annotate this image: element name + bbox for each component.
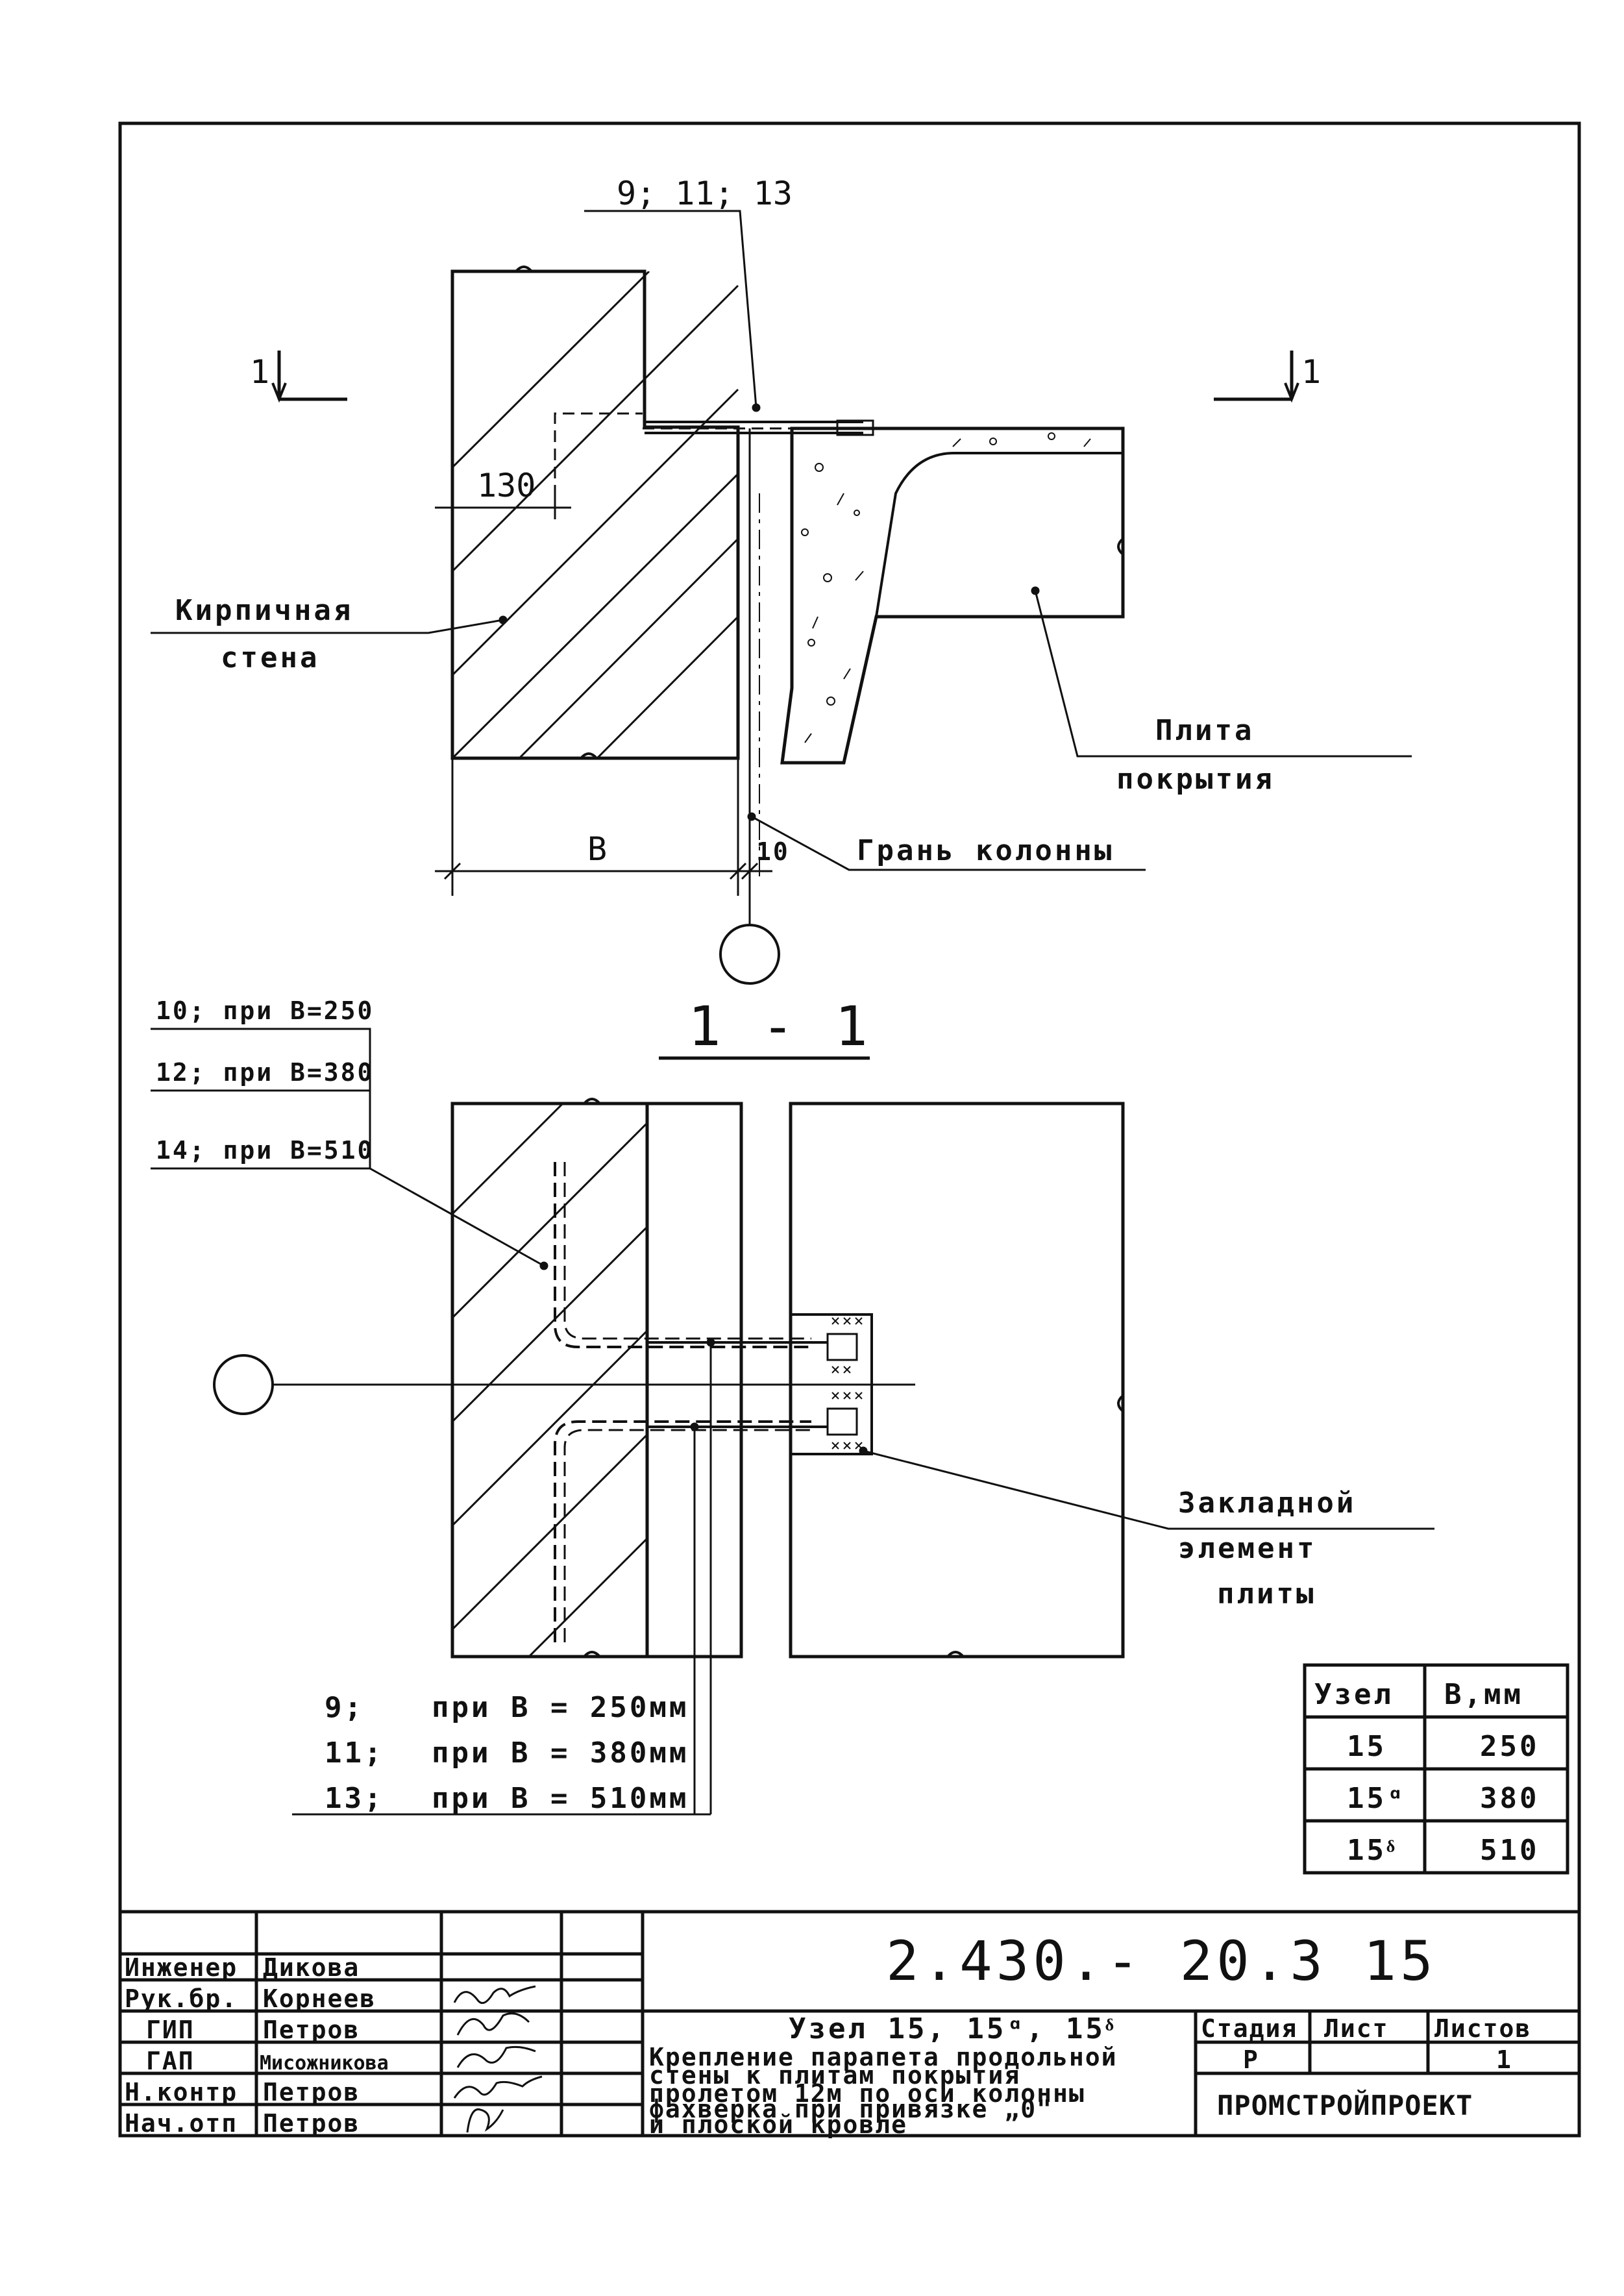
sheet-frame <box>118 121 1581 2138</box>
staff-role-4: ГАП <box>146 2047 195 2075</box>
node-table-row2-b: 380 <box>1480 1782 1539 1815</box>
bar-1-text: при B = 250мм <box>432 1691 689 1724</box>
bar-3-mark: 13; <box>325 1782 384 1815</box>
description-line-2: стены к плитам покрытия <box>649 2061 1020 2090</box>
sheets-label: Листов <box>1434 2014 1531 2043</box>
anchor-bar-upper <box>554 1162 811 1348</box>
node-table-row1-b: 250 <box>1480 1730 1539 1763</box>
title-block <box>120 1910 1579 2136</box>
staff-name-1: Дикова <box>263 1953 360 1982</box>
plan-detail <box>151 210 1412 985</box>
description-line-3: пролетом 12м по оси колонны <box>649 2079 1085 2108</box>
anchor-label-3: 14; при B=510 <box>156 1136 374 1165</box>
stage-label: Стадия <box>1201 2014 1298 2043</box>
dim-130-label: 130 <box>477 467 535 504</box>
dim-10-label: 10 <box>756 837 790 866</box>
concrete-texture <box>801 432 1091 743</box>
anchor-bar-lower <box>554 1420 811 1642</box>
top-marks-label: 9; 11; 13 <box>617 175 793 212</box>
organization-name: ПРОМСТРОЙПРОЕКТ <box>1217 2089 1473 2121</box>
node-title: Узел 15, 15ᵅ, 15ᵟ <box>789 2012 1116 2045</box>
node-table-row3-b: 510 <box>1480 1834 1539 1867</box>
embed-label-line2: элемент <box>1178 1532 1316 1565</box>
staff-name-5: Петров <box>263 2078 360 2106</box>
column-axis-bubble-top <box>719 924 780 985</box>
brick-wall-outline <box>450 269 740 760</box>
staff-role-6-text: Нач.отп <box>125 2109 238 2138</box>
column-face-label: Грань колонны <box>857 834 1114 867</box>
description-line-4: фахверка при привязке „0" <box>649 2095 1053 2123</box>
anchor-label-1: 10; при B=250 <box>156 996 374 1025</box>
bar-2-text: при B = 380мм <box>432 1736 689 1770</box>
column-axis-bubble-section <box>213 1354 274 1415</box>
stage-value: Р <box>1243 2045 1259 2074</box>
leader-slab <box>1034 590 1412 758</box>
wall-label-line1: Кирпичная <box>175 594 353 627</box>
staff-role-3: ГИП <box>146 2016 195 2044</box>
leader-wall <box>151 619 504 634</box>
slab-label-line2: покрытия <box>1116 763 1275 796</box>
section-marker-right: 1 <box>1301 353 1321 391</box>
anchor-label-2: 12; при B=380 <box>156 1058 374 1087</box>
slab-label-line1: Плита <box>1155 714 1254 747</box>
bar-1-mark: 9; <box>325 1691 364 1724</box>
node-table-row2-node: 15ᵅ <box>1347 1782 1406 1815</box>
node-table-row3-node: 15ᵟ <box>1347 1834 1397 1867</box>
leader-embed <box>863 1450 1434 1530</box>
description-line-1: Крепление парапета продольной <box>649 2043 1117 2071</box>
embed-label-line1: Закладной <box>1178 1487 1356 1520</box>
bar-2-mark: 11; <box>325 1736 384 1770</box>
dim-b-label: B <box>587 830 607 868</box>
staff-name-4: Мисожникова <box>260 2052 389 2075</box>
section-slab <box>789 1102 1125 1659</box>
section-marker-left: 1 <box>250 353 269 391</box>
staff-role-2: Рук.бр. <box>125 1984 238 2013</box>
description-line-5: и плоской кровле <box>649 2110 907 2139</box>
staff-role-1: Инженер <box>125 1953 238 1982</box>
wall-hatching <box>452 271 739 758</box>
node-table <box>1303 1663 1569 1875</box>
staff-name-3: Петров <box>263 2016 360 2044</box>
document-code: 2.430.- 20.3 15 <box>886 1929 1437 1993</box>
wall-label-line2: стена <box>221 641 319 674</box>
signatures <box>453 1985 543 2133</box>
recess-dashed <box>554 412 643 497</box>
staff-name-6-text: Петров <box>263 2109 360 2138</box>
section-brick-wall <box>450 1102 649 1659</box>
leader-anchor-labels <box>151 1028 545 1267</box>
section-title: 1 - 1 <box>688 994 872 1058</box>
sheets-value: 1 <box>1496 2045 1512 2074</box>
bar-3-text: при B = 510мм <box>432 1782 689 1815</box>
leader-column-face <box>751 815 1146 871</box>
node-table-header-node: Узел <box>1314 1678 1394 1711</box>
section-detail <box>151 1028 1434 1816</box>
staff-role-5: Н.контр <box>125 2078 238 2106</box>
node-table-header-b: B,мм <box>1444 1678 1523 1711</box>
roof-slab-outline <box>780 426 1125 765</box>
node-table-row1-node: 15 <box>1347 1730 1386 1763</box>
leader-top-marks <box>584 210 757 408</box>
embed-label-line3: плиты <box>1217 1577 1316 1611</box>
sheet-label: Лист <box>1324 2014 1389 2043</box>
staff-name-2: Корнеев <box>263 1984 376 2013</box>
